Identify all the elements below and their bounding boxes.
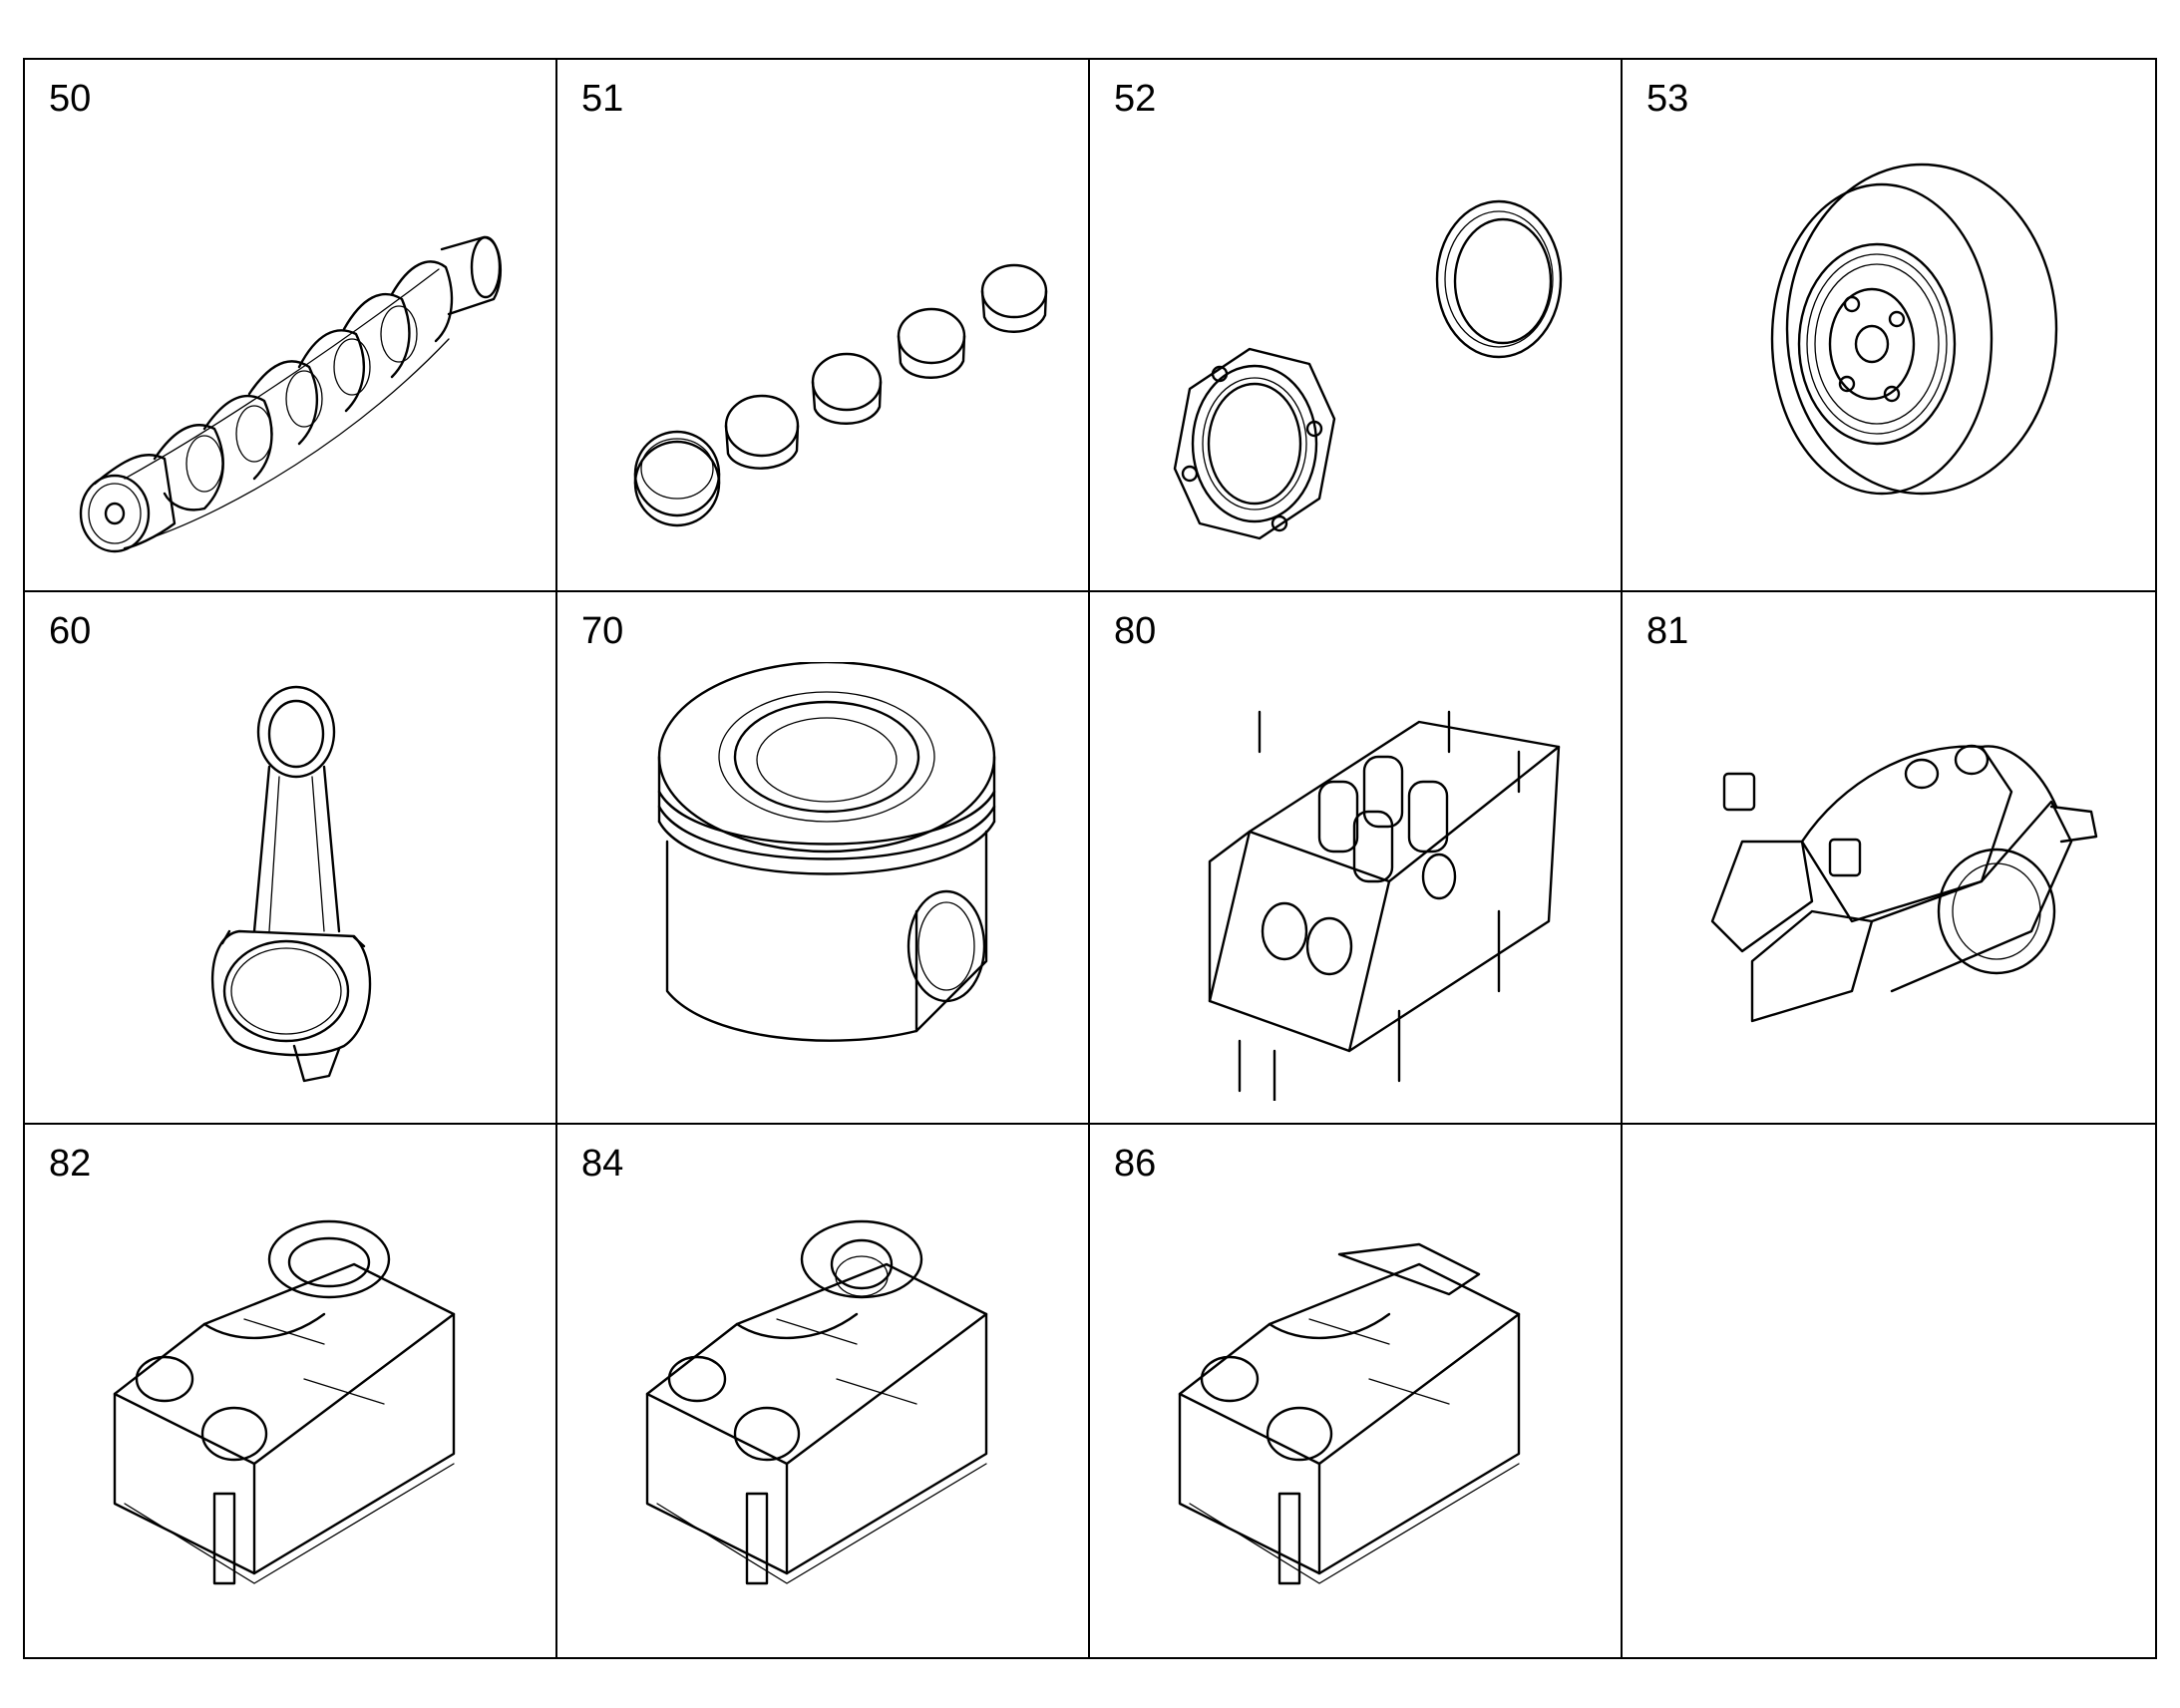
part-cell-86[interactable]: 86 xyxy=(1090,1125,1623,1657)
part-number: 50 xyxy=(49,78,92,120)
part-number: 60 xyxy=(49,610,92,652)
shaft-seal-icon xyxy=(1120,130,1589,568)
part-number: 82 xyxy=(49,1143,92,1185)
part-cell-80[interactable]: 80 xyxy=(1090,592,1623,1125)
part-number: 52 xyxy=(1114,78,1157,120)
connecting-rod-icon xyxy=(55,662,524,1101)
part-cell-70[interactable]: 70 xyxy=(557,592,1090,1125)
cylinder-head-cover-icon xyxy=(55,1195,524,1633)
cylinder-head-cover-icon xyxy=(587,1195,1056,1633)
part-number: 80 xyxy=(1114,610,1157,652)
part-number: 70 xyxy=(581,610,624,652)
cylinder-head-cover-icon xyxy=(1120,1195,1589,1633)
part-cell-82[interactable]: 82 xyxy=(25,1125,557,1657)
part-cell-60[interactable]: 60 xyxy=(25,592,557,1125)
piston-icon xyxy=(587,660,1056,1101)
bearing-shells-icon xyxy=(587,130,1056,568)
cylinder-head-icon xyxy=(1120,662,1589,1103)
crankshaft-icon xyxy=(55,130,524,568)
part-number: 81 xyxy=(1646,610,1689,652)
part-cell-84[interactable]: 84 xyxy=(557,1125,1090,1657)
part-number: 51 xyxy=(581,78,624,120)
part-number: 86 xyxy=(1114,1143,1157,1185)
part-cell-81[interactable]: 81 xyxy=(1623,592,2155,1125)
part-cell-51[interactable]: 51 xyxy=(557,60,1090,592)
part-number: 53 xyxy=(1646,78,1689,120)
part-cell-52[interactable]: 52 xyxy=(1090,60,1623,592)
part-cell-50[interactable]: 50 xyxy=(25,60,557,592)
part-cell-empty xyxy=(1623,1125,2155,1657)
parts-grid: 50 xyxy=(23,58,2157,1659)
part-cell-53[interactable]: 53 xyxy=(1623,60,2155,592)
vibration-damper-icon xyxy=(1652,130,2121,568)
rocker-arm-icon xyxy=(1652,662,2121,1101)
part-number: 84 xyxy=(581,1143,624,1185)
